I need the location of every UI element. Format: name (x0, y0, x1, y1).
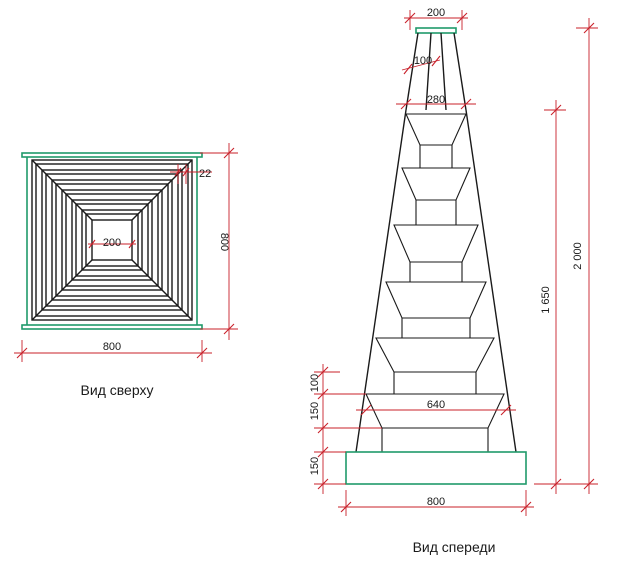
front-view-shelf-label: 640 (427, 399, 445, 411)
front-view-slope-label: 100 (414, 55, 432, 67)
front-view: 200 100 280 640 800 (309, 7, 598, 555)
top-view-squares (31, 159, 193, 321)
top-view-width-label: 800 (103, 341, 121, 353)
top-view-inner-label: 200 (103, 237, 121, 249)
front-view-inner-rail-left (425, 32, 432, 111)
front-view-base (345, 451, 527, 485)
top-view-height-label: 800 (218, 233, 230, 251)
top-view-board-top (21, 152, 203, 158)
front-view-shelves (365, 113, 505, 452)
front-view-gap-150-label: 150 (309, 402, 321, 420)
front-view-top-cap (415, 27, 457, 34)
top-view-diagonals (31, 159, 193, 321)
front-view-base-width-label: 800 (427, 496, 445, 508)
front-view-rail-top-left (405, 32, 419, 111)
front-view-dim-slope (401, 55, 441, 75)
front-view-dim-total (534, 18, 598, 494)
front-view-gap-100-label: 100 (309, 374, 321, 392)
top-view-dim-width (14, 340, 212, 362)
front-view-total-height-label: 2 000 (572, 242, 584, 270)
front-view-top-inner-label: 280 (427, 94, 445, 106)
front-view-dim-280 (396, 98, 476, 110)
front-view-leg-right (465, 109, 517, 453)
front-view-rail-top-right (453, 32, 467, 111)
front-view-body-height-label: 1 650 (540, 286, 552, 314)
top-view-dim-height (200, 143, 238, 340)
top-view-dim-board (170, 164, 212, 184)
top-view-board-bottom (21, 324, 203, 330)
front-view-dim-body (544, 100, 566, 494)
top-view: 200 22 800 800 Вид сверху (14, 143, 238, 398)
front-view-caption: Вид спереди (413, 539, 496, 555)
front-view-dim-top (404, 10, 468, 30)
front-view-dim-640 (356, 404, 516, 416)
top-view-board-label: 22 (199, 168, 211, 180)
front-view-top-width-label: 200 (427, 7, 445, 19)
front-view-inner-rail-right (440, 32, 447, 111)
front-view-leg-left (355, 109, 407, 453)
front-view-dim-base (338, 490, 534, 516)
top-view-caption: Вид сверху (81, 382, 154, 398)
front-view-base-150-label: 150 (309, 457, 321, 475)
front-view-dim-left (314, 364, 382, 494)
top-view-dim-inner (88, 239, 136, 249)
